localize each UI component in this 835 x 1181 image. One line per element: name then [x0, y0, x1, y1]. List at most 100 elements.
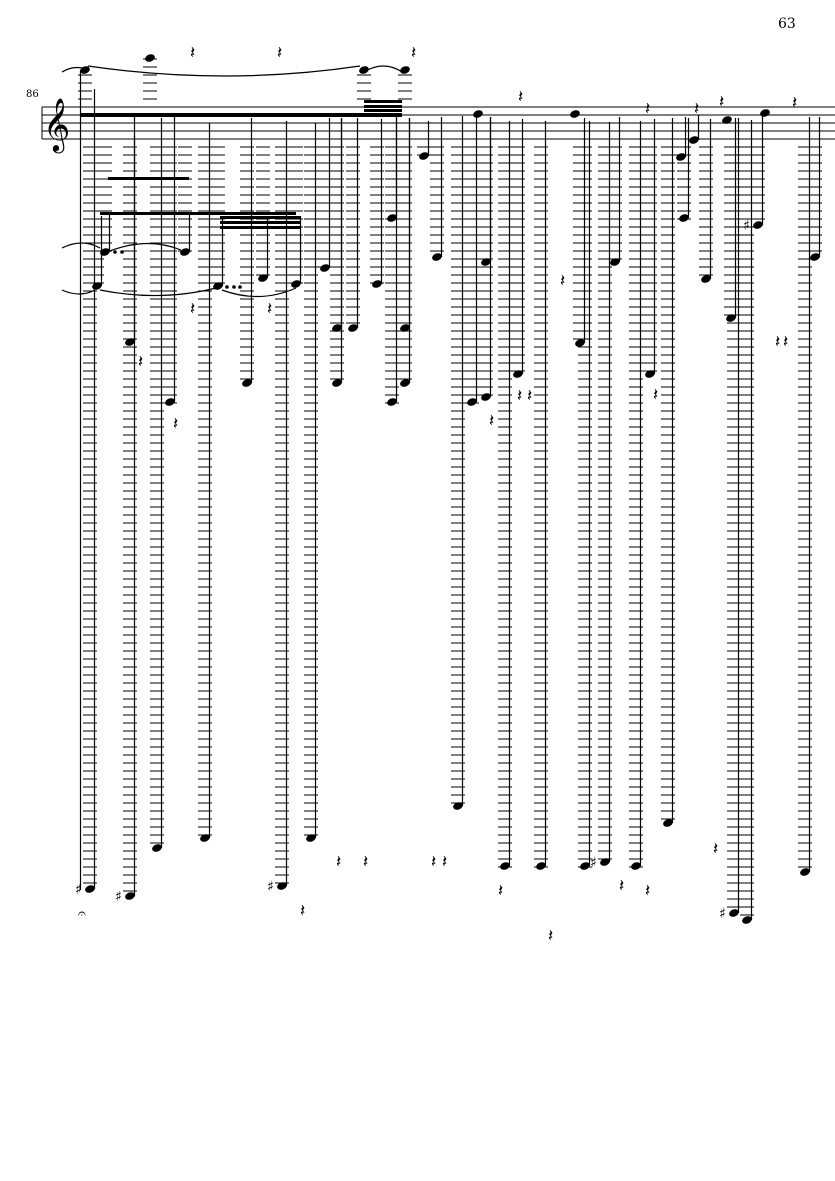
notehead: [575, 339, 585, 347]
notehead: [481, 258, 491, 266]
notehead: [320, 264, 330, 272]
quarter-rest-icon: 𝄽: [431, 852, 436, 872]
notehead: [80, 66, 90, 74]
tie: [99, 287, 217, 297]
quarter-rest-icon: 𝄽: [653, 385, 658, 405]
note: [498, 121, 512, 870]
note: [724, 118, 738, 322]
quarter-rest-icon: 𝄽: [173, 414, 178, 434]
notehead: [332, 379, 342, 387]
quarter-rest-icon: 𝄽: [645, 99, 650, 119]
notehead: [645, 370, 655, 378]
ledger-lines: [143, 58, 157, 100]
quarter-rest-icon: 𝄽: [411, 43, 416, 63]
note: [451, 116, 465, 810]
beam: [364, 100, 402, 103]
notehead: [536, 862, 546, 870]
note: [570, 110, 580, 118]
sharp-icon: ♯: [743, 218, 750, 234]
note: [163, 117, 177, 406]
quarter-rest-icon: 𝄽: [783, 332, 788, 352]
note: ♯: [743, 115, 765, 234]
notehead: [726, 314, 736, 322]
beam: [364, 109, 402, 112]
dot: [238, 285, 242, 289]
note: [578, 121, 592, 870]
quarter-rest-icon: 𝄽: [775, 332, 780, 352]
notehead: [200, 834, 210, 842]
notehead: [387, 398, 397, 406]
notehead: [570, 110, 580, 118]
beam: [80, 113, 402, 117]
quarter-rest-icon: 𝄽: [517, 386, 522, 406]
rests: 𝄽𝄽𝄽𝄽𝄽𝄽𝄽𝄽𝄽𝄽𝄽𝄽𝄽𝄽𝄽𝄽𝄽𝄽𝄽𝄽𝄽𝄽𝄽𝄽𝄽𝄽𝄽𝄽𝄽: [138, 43, 797, 946]
note: [430, 117, 444, 261]
notehead: [400, 379, 410, 387]
notehead: [387, 214, 397, 222]
notehead: [419, 152, 429, 160]
quarter-rest-icon: 𝄽: [548, 926, 553, 946]
note: [689, 115, 700, 144]
quarter-rest-icon: 𝄽: [442, 852, 447, 872]
notehead: [600, 858, 610, 866]
notehead: [400, 66, 410, 74]
notehead: [432, 253, 442, 261]
note: [198, 123, 212, 842]
note: [370, 119, 384, 288]
note: [808, 117, 822, 261]
sharp-icon: ♯: [75, 882, 82, 898]
note: [534, 121, 548, 870]
quarter-rest-icon: 𝄽: [713, 839, 718, 859]
notehead: [92, 282, 102, 290]
dot: [232, 285, 236, 289]
note: [143, 54, 157, 100]
notehead: [610, 258, 620, 266]
note: [677, 118, 691, 222]
quarter-rest-icon: 𝄽: [277, 43, 282, 63]
notehead: [213, 282, 223, 290]
notehead: [760, 109, 770, 117]
notehead: [348, 324, 358, 332]
sharp-icon: ♯: [115, 889, 122, 905]
note: [699, 119, 713, 283]
quarter-rest-icon: 𝄽: [619, 876, 624, 896]
dot: [120, 250, 124, 254]
note: [346, 118, 360, 332]
ledger-lines: [357, 74, 371, 100]
notehead: [729, 909, 739, 917]
quarter-rest-icon: 𝄽: [792, 93, 797, 113]
notehead: [85, 885, 95, 893]
augmentation-dots: [113, 250, 242, 289]
quarter-rest-icon: 𝄽: [190, 43, 195, 63]
notehead: [722, 116, 732, 124]
note: [479, 117, 493, 266]
note: [661, 118, 675, 827]
note: [511, 119, 525, 378]
notehead: [481, 393, 491, 401]
note: [98, 146, 112, 256]
notehead: [291, 280, 301, 288]
notehead: [359, 66, 369, 74]
ornament-icon: 𝄐: [78, 906, 86, 922]
beam: [364, 105, 402, 108]
note: [385, 117, 399, 406]
quarter-rest-icon: 𝄽: [300, 901, 305, 921]
beam: [100, 212, 296, 215]
quarter-rest-icon: 𝄽: [527, 386, 532, 406]
note: ♯: [75, 89, 97, 898]
note: [398, 66, 412, 100]
dot: [225, 285, 229, 289]
notehead: [679, 214, 689, 222]
ledger-lines: [398, 74, 412, 100]
note: [398, 118, 412, 387]
tie: [87, 65, 361, 77]
note: [760, 109, 770, 117]
sharp-icon: ♯: [719, 906, 726, 922]
notehead: [400, 324, 410, 332]
quarter-rest-icon: 𝄽: [138, 352, 143, 372]
notehead: [513, 370, 523, 378]
ties: [61, 65, 403, 298]
note: [178, 146, 192, 256]
note: [78, 66, 92, 890]
